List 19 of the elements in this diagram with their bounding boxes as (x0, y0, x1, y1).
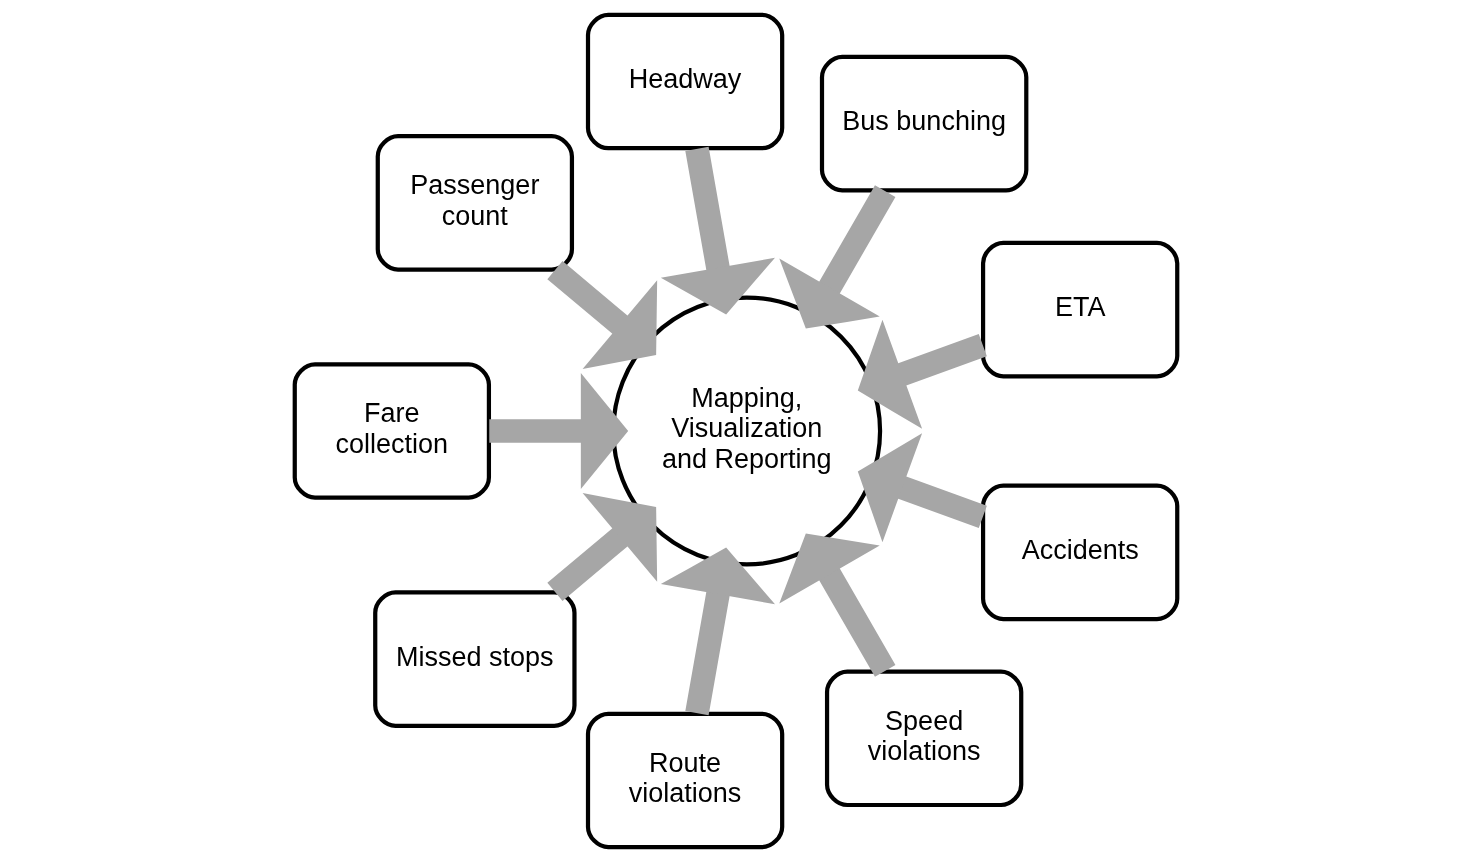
node-circle: Mapping, Visualization and Reporting (611, 295, 883, 567)
node-box: ETA (980, 240, 1180, 379)
arrow (857, 319, 987, 429)
node-box: Accidents (980, 483, 1180, 622)
node-box: Route violations (585, 711, 785, 850)
node-box: Speed violations (824, 669, 1024, 808)
arrow (779, 185, 896, 329)
node-box: Fare collection (292, 362, 492, 500)
arrow (489, 373, 629, 489)
node-box: Missed stops (373, 590, 577, 728)
node-box: Passenger count (375, 134, 575, 272)
arrow (779, 533, 896, 677)
arrow (547, 493, 658, 601)
arrow (660, 547, 776, 716)
node-box: Bus bunching (819, 54, 1029, 193)
arrow (660, 146, 776, 315)
arrow (857, 433, 987, 543)
node-box: Headway (585, 12, 785, 151)
arrow (547, 261, 658, 369)
